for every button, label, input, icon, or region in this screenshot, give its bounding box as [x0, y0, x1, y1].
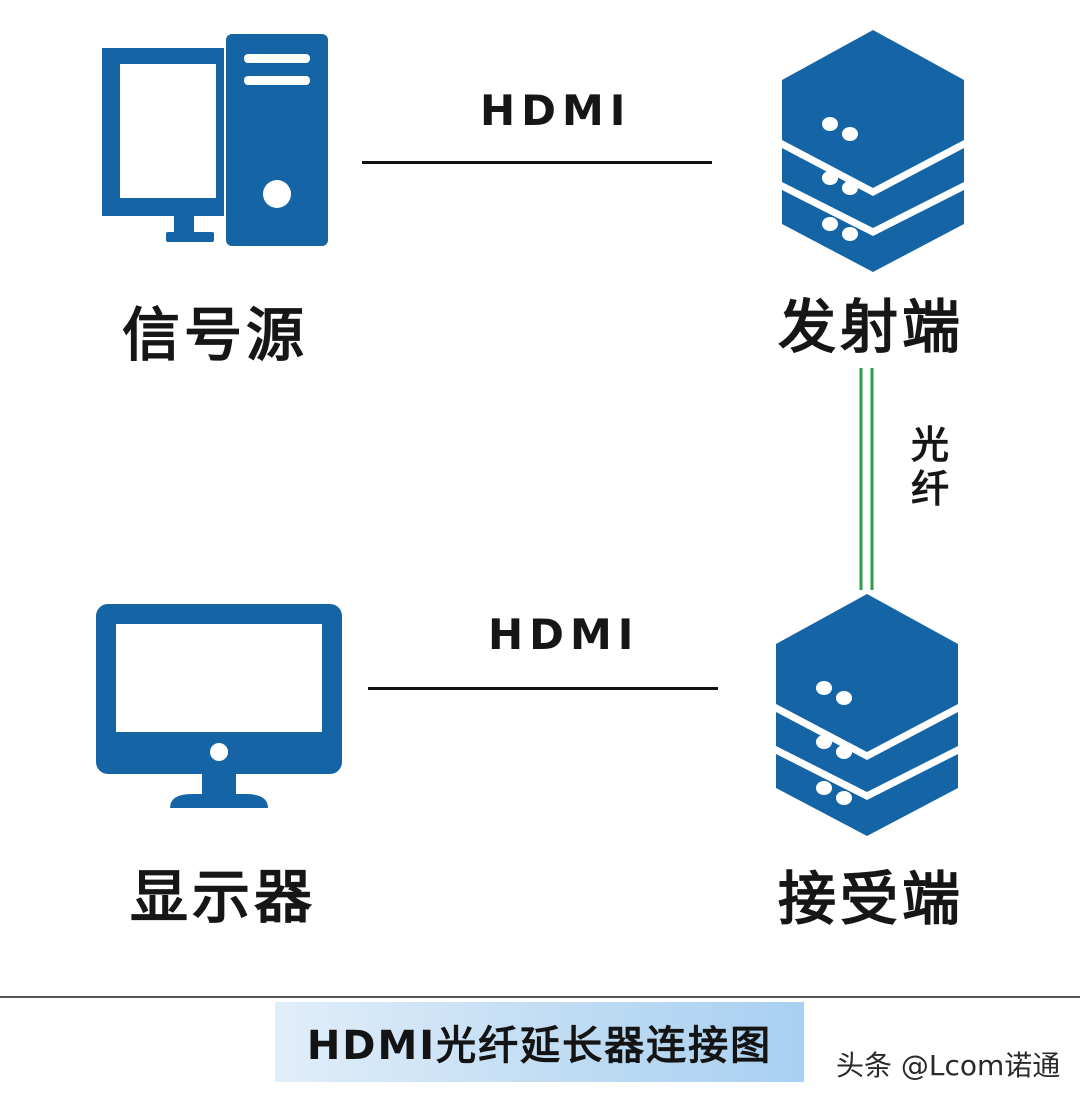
monitor-icon: [96, 604, 342, 808]
fiber-label: 光 纤: [908, 423, 952, 511]
top-link-label: HDMI: [480, 86, 632, 135]
fiber-label-line1: 光: [910, 423, 949, 467]
watermark: 头条 @Lcom诺通: [836, 1049, 1061, 1082]
receiver-label: 接受端: [778, 865, 965, 933]
footer-divider: [0, 996, 1080, 998]
fiber-link-line: [859, 368, 874, 590]
server-stack-icon: [776, 594, 958, 836]
transmitter-label: 发射端: [778, 293, 965, 361]
bottom-link-label: HDMI: [488, 610, 640, 659]
display-label: 显示器: [130, 863, 317, 931]
fiber-label-line2: 纤: [910, 466, 949, 511]
top-hdmi-line: [362, 161, 712, 164]
bottom-hdmi-line: [368, 687, 718, 690]
caption-box: HDMI光纤延长器连接图: [275, 1002, 804, 1082]
server-stack-icon: [782, 30, 964, 272]
source-label: 信号源: [122, 301, 309, 369]
diagram-caption: HDMI光纤延长器连接图: [306, 1023, 773, 1069]
desktop-computer-icon: [102, 34, 328, 246]
